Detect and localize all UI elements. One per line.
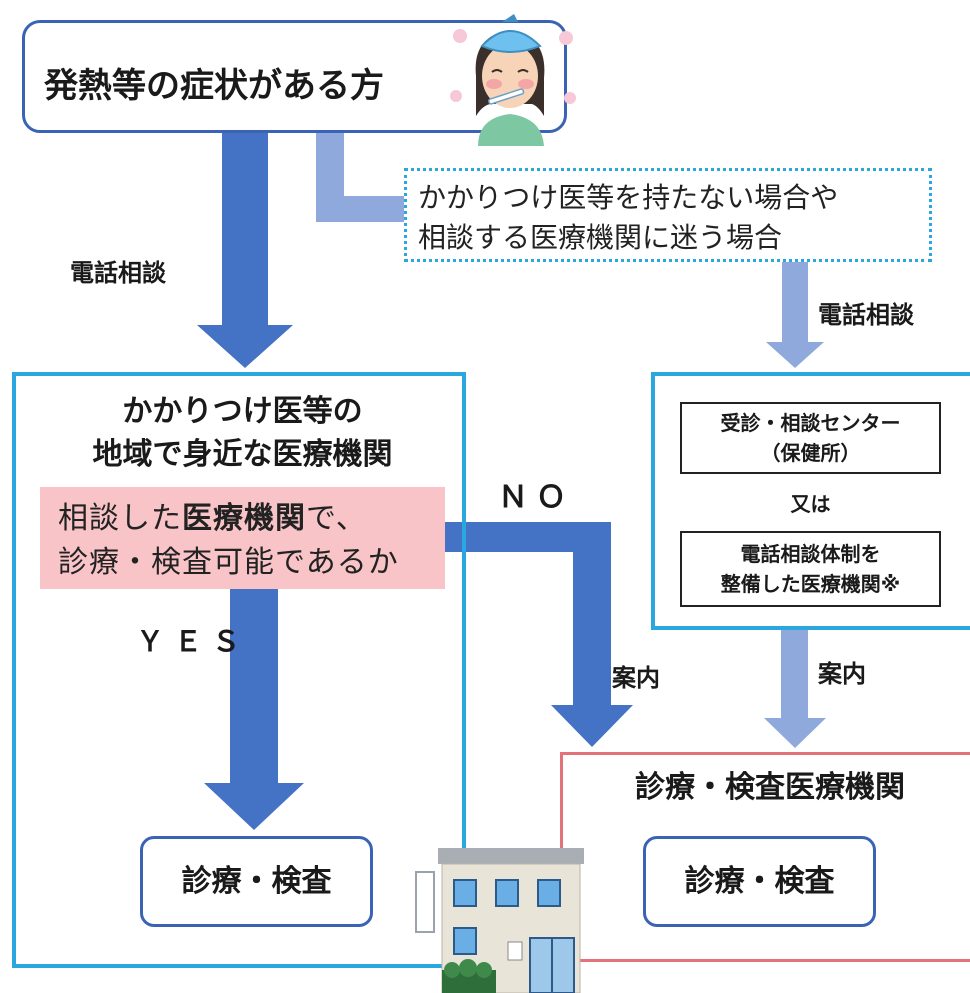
no-label: ＮＯ bbox=[498, 480, 574, 515]
question-bold: 医療機関 bbox=[182, 501, 306, 536]
question-text: 相談した医療機関で、 診療・検査可能であるか bbox=[58, 497, 399, 585]
question-line-2: 診療・検査可能であるか bbox=[58, 545, 399, 580]
exam-pill-right: 診療・検査 bbox=[643, 836, 876, 927]
exam-institution-title: 診療・検査医療機関 bbox=[635, 770, 905, 805]
or-label: 又は bbox=[790, 492, 831, 516]
family-doctor-title: かかりつけ医等の 地域で身近な医療機関 bbox=[40, 390, 445, 476]
condition-line-2: 相談する医療機関に迷う場合 bbox=[418, 221, 783, 254]
sick-person-icon bbox=[450, 14, 576, 146]
hospital-building-icon bbox=[415, 848, 584, 993]
family-doctor-title-line-1: かかりつけ医等の bbox=[122, 394, 363, 429]
guide-label-right: 案内 bbox=[818, 660, 866, 688]
condition-text: かかりつけ医等を持たない場合や 相談する医療機関に迷う場合 bbox=[418, 178, 838, 258]
family-doctor-frame bbox=[12, 372, 466, 968]
symptom-label: 発熱等の症状がある方 bbox=[44, 66, 384, 106]
arrow-guide-right bbox=[764, 630, 826, 748]
question-band bbox=[40, 487, 445, 589]
arrow-yes bbox=[204, 589, 304, 830]
consult-center-frame bbox=[651, 372, 970, 630]
question-line-1: 相談した医療機関で、 bbox=[58, 497, 399, 541]
family-doctor-title-line-2: 地域で身近な医療機関 bbox=[92, 437, 393, 472]
phone-institution-line-2: 整備した医療機関※ bbox=[720, 572, 901, 596]
arrow-to-consult-center bbox=[766, 262, 824, 368]
yes-label: ＹＥＳ bbox=[136, 625, 251, 658]
condition-box bbox=[404, 168, 932, 262]
consult-center-box: 受診・相談センター （保健所） bbox=[680, 402, 941, 474]
question-pre: 相談した bbox=[58, 501, 182, 536]
connector-to-condition bbox=[316, 133, 404, 222]
phone-institution-box: 電話相談体制を 整備した医療機関※ bbox=[680, 531, 941, 607]
phone-institution-line-1: 電話相談体制を bbox=[740, 542, 881, 566]
phone-consult-label-left: 電話相談 bbox=[70, 259, 166, 287]
phone-consult-label-right: 電話相談 bbox=[818, 301, 914, 329]
arrow-to-family-doctor bbox=[197, 133, 293, 368]
exam-pill-left: 診療・検査 bbox=[140, 836, 373, 927]
arrow-no bbox=[445, 522, 633, 747]
consult-center-line-1: 受診・相談センター bbox=[720, 411, 901, 435]
guide-label-left: 案内 bbox=[612, 664, 660, 692]
question-post: で、 bbox=[306, 501, 367, 536]
condition-line-1: かかりつけ医等を持たない場合や bbox=[418, 181, 839, 214]
consult-center-line-2: （保健所） bbox=[760, 441, 861, 465]
